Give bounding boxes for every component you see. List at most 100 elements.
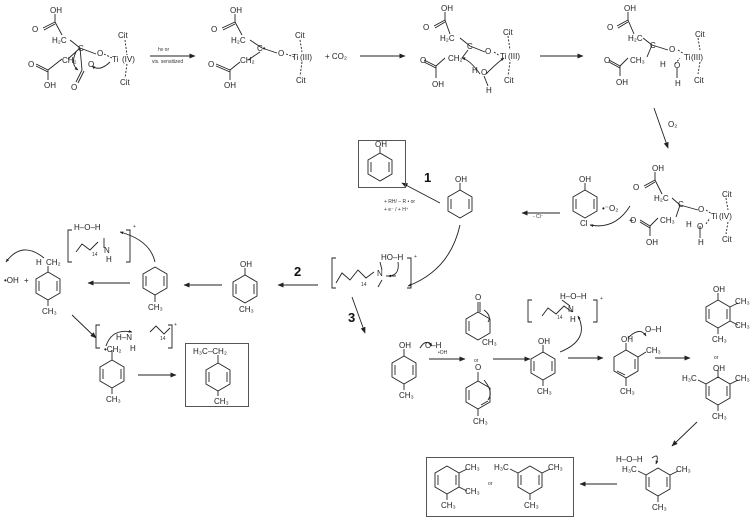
ch2-radical-label: •CH₂ (104, 345, 122, 354)
ti-iii-methylene-radical-complex (423, 12, 511, 87)
ch3-label: CH₃ (465, 463, 480, 472)
o-ti-label: O (278, 49, 285, 58)
oh-label: OH (621, 335, 633, 344)
charge-label: + (414, 254, 417, 260)
trimethylphenol-b-ring (697, 370, 739, 411)
h2c-label: H₂C (440, 34, 455, 43)
ti-iii-citrate-hydroxo-complex (608, 12, 701, 78)
ch3-label: CH₃ (441, 501, 456, 510)
ch2-radical-label: CH₂• (448, 54, 466, 63)
oh-radical-label: •OH (4, 276, 19, 285)
hydroxo-h-label: H (698, 238, 704, 247)
oh-label: OH (230, 6, 242, 15)
dienone-a-ring (465, 302, 491, 341)
o-carbonyl-label: O (71, 83, 78, 92)
o-label: O (475, 293, 482, 302)
dienone-b-ring (465, 372, 491, 416)
o-label: O (211, 25, 218, 34)
methylphenol-oxo-ring (232, 268, 258, 304)
ch3-label: CH₃ (676, 465, 691, 474)
rh-label-1: + RH/ – R • or (384, 199, 416, 205)
h-label: H (36, 258, 42, 267)
oh-label: OH (713, 364, 725, 373)
or-label-trimethylbenzene: or (488, 481, 493, 487)
ch2-label: CH₂ (240, 56, 255, 65)
charge-label: + (133, 224, 136, 230)
cit-top-label: Cit (118, 31, 128, 40)
arrow-to-mesityl (671, 421, 698, 447)
oh-label: OH (240, 260, 252, 269)
oh-label: OH (538, 337, 550, 346)
oh-bottom-label: OH (44, 81, 56, 90)
h-label: H (686, 220, 692, 229)
ti-iv-citrate-complex-1 (35, 14, 128, 84)
ch3-label: CH₃ (465, 487, 480, 496)
oh-label: OH (713, 285, 725, 294)
oh-radical-label: O–H (645, 325, 662, 334)
minus-cl-label: - Cl⁻ (533, 214, 544, 220)
cit-top-label: Cit (722, 190, 732, 199)
phenol-product-box (358, 140, 406, 188)
ch3-label: CH₃ (239, 305, 254, 314)
plus-sign: + (24, 276, 29, 285)
water-h-label: H (472, 66, 478, 75)
trimethylbenzene-b-ring (509, 465, 551, 500)
ch3-label: CH₃ (148, 303, 163, 312)
ch3-label: CH₃ (482, 338, 497, 347)
oh-bottom-label: OH (646, 238, 658, 247)
o-left-label: O (28, 60, 35, 69)
xylenol-radical-ring (613, 331, 647, 386)
cit-top-label: Cit (503, 28, 513, 37)
o-ti-label: O (698, 205, 705, 214)
arrow-o2 (653, 107, 669, 149)
step-2-label: 2 (294, 264, 302, 279)
o-carboxyl-label: O (88, 60, 95, 69)
h3c-label: H₃C (622, 465, 637, 474)
o-left-label: O (604, 56, 611, 65)
cit-bottom-label: Cit (120, 78, 130, 87)
oxidation-state-label: (III) (691, 53, 703, 62)
oh-label: OH (441, 4, 453, 13)
ch3-label: CH₃ (646, 346, 661, 355)
cit-bottom-label: Cit (694, 76, 704, 85)
ti-label: Ti (500, 52, 507, 61)
ch3-label: CH₃ (735, 374, 750, 383)
o-label: O (607, 23, 614, 32)
arrow-to-benzyl (71, 314, 97, 339)
h2c-label: H₂C (654, 194, 669, 203)
o2-label: O₂ (668, 120, 678, 129)
o-left-label: O (420, 56, 427, 65)
o-ti-label: O (669, 45, 676, 54)
c-label: C (467, 42, 473, 51)
trimethylbenzene-product-box (426, 457, 574, 517)
plus-sign-1: + (629, 216, 634, 225)
oxidation-state-label: (III) (508, 52, 520, 61)
oh-label: OH (579, 175, 591, 184)
oh-label: OH (375, 140, 387, 149)
ethyl-label: H₃C–CH₂ (193, 347, 227, 356)
o-ti-label: O (485, 47, 492, 56)
ch3-label: CH₃ (620, 387, 635, 396)
ch3-label: CH₃ (473, 417, 488, 426)
methylbenzyl-ring (5, 249, 61, 306)
ch3-label: CH₃ (735, 297, 750, 306)
ch3-label: CH₃ (214, 397, 229, 406)
arrow-step-3 (351, 296, 366, 334)
o-label: O (32, 25, 39, 34)
ch3-label: CH₃ (660, 216, 675, 225)
hoh-label: H–O–H (560, 292, 587, 301)
cit-top-label: Cit (295, 31, 305, 40)
oxidation-state-label: (III) (300, 53, 312, 62)
water-o-label: O (481, 68, 488, 77)
cit-bottom-label: Cit (296, 76, 306, 85)
cit-top-label: Cit (695, 30, 705, 39)
oh-label: OH (652, 164, 664, 173)
n-label: N (568, 305, 574, 314)
charge-label: + (174, 322, 177, 328)
ch3-label: CH₃ (735, 321, 750, 330)
oh-radical-label: •OH (438, 350, 448, 356)
or-label-trimethylphenol: or (714, 355, 719, 361)
o-ti-label: O (97, 49, 104, 58)
ch3-label: CH₃ (399, 391, 414, 400)
n-label: N (377, 269, 383, 278)
